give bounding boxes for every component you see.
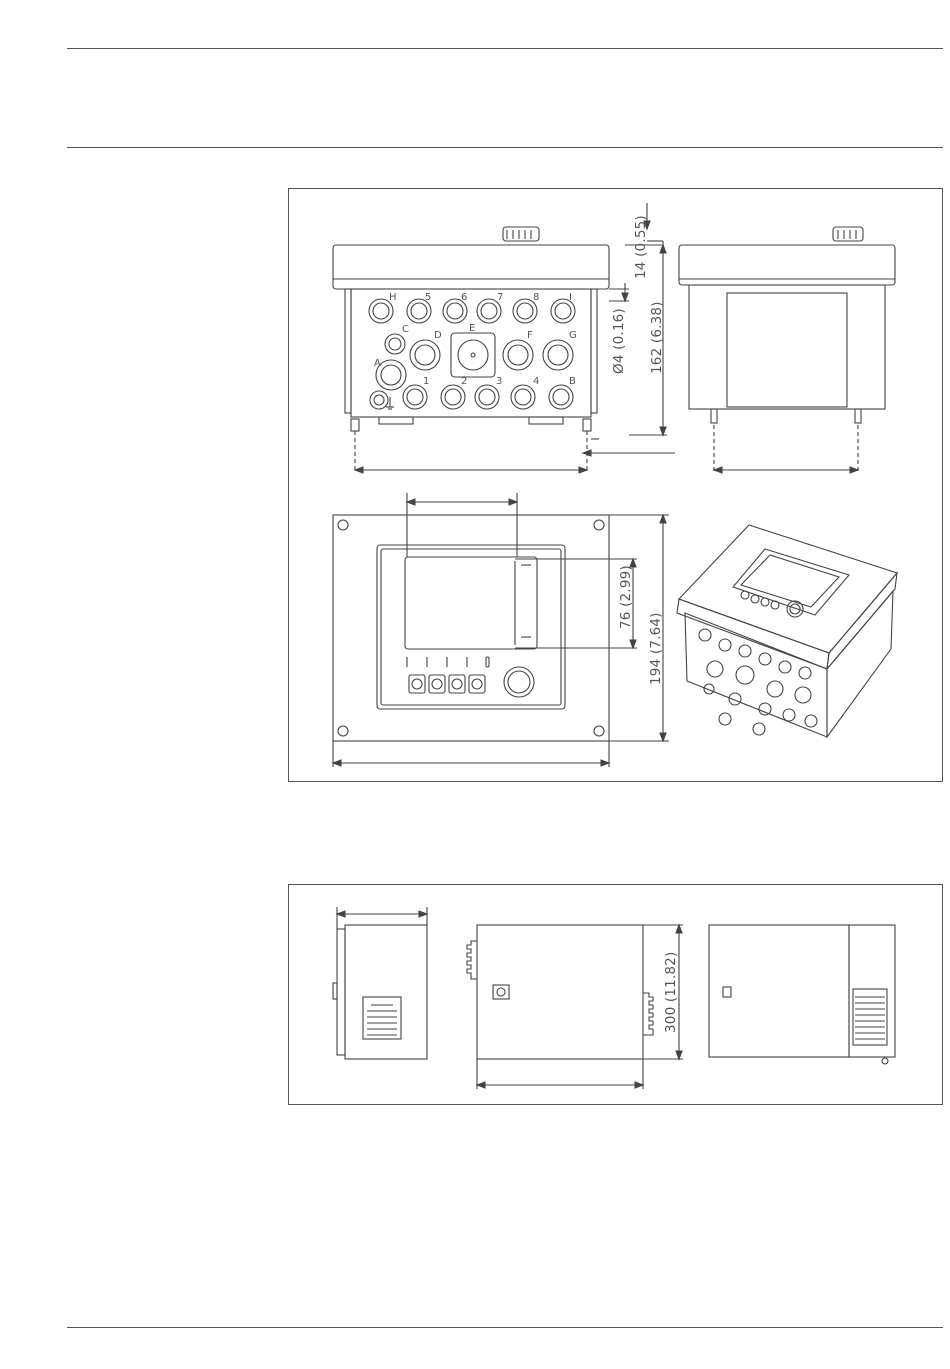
dim-cap-height: 14 (0.55) bbox=[633, 215, 649, 279]
header-bottom-rule bbox=[67, 147, 943, 148]
port-label-5: 5 bbox=[425, 292, 431, 303]
port-label-1: 1 bbox=[423, 376, 429, 387]
figure-housing-dimensions: H 5 6 7 8 I C D E F G A 1 2 3 4 B bbox=[288, 188, 943, 782]
port-label-A: A bbox=[374, 358, 381, 369]
cabinet-drawing: 300 (11.82) bbox=[289, 885, 942, 1104]
front-view-housing bbox=[333, 493, 669, 767]
cabinet-open-view bbox=[709, 925, 895, 1064]
dim-total-height: 194 (7.64) bbox=[648, 612, 664, 685]
dim-mount-hole: Ø4 (0.16) bbox=[611, 308, 627, 374]
display-screen bbox=[405, 557, 537, 649]
port-label-G: G bbox=[569, 330, 577, 341]
port-label-6: 6 bbox=[461, 292, 467, 303]
side-view-housing bbox=[679, 227, 895, 473]
isometric-glands bbox=[699, 629, 817, 735]
port-label-I: I bbox=[569, 292, 572, 303]
function-keys bbox=[409, 675, 485, 693]
port-label-3: 3 bbox=[496, 376, 502, 387]
header-top-rule bbox=[67, 48, 943, 49]
port-label-E: E bbox=[469, 323, 475, 334]
isometric-view-housing bbox=[677, 525, 897, 737]
port-label-2: 2 bbox=[461, 376, 467, 387]
housing-drawing: H 5 6 7 8 I C D E F G A 1 2 3 4 B bbox=[289, 189, 942, 781]
footer-rule bbox=[67, 1327, 943, 1328]
cabinet-front-view bbox=[467, 925, 683, 1089]
port-label-D: D bbox=[434, 330, 442, 341]
port-label-H: H bbox=[389, 292, 397, 303]
port-label-C: C bbox=[402, 324, 409, 335]
dim-cabinet-height: 300 (11.82) bbox=[663, 952, 679, 1033]
port-label-8: 8 bbox=[533, 292, 539, 303]
port-label-7: 7 bbox=[497, 292, 503, 303]
cable-glands bbox=[369, 299, 575, 409]
cabinet-side-view bbox=[333, 907, 427, 1059]
port-label-B: B bbox=[569, 376, 576, 387]
port-label-F: F bbox=[527, 330, 533, 341]
dim-depth: 162 (6.38) bbox=[649, 301, 665, 374]
figure-cabinet-dimensions: 300 (11.82) bbox=[288, 884, 943, 1105]
port-label-4: 4 bbox=[533, 376, 539, 387]
dim-display-height: 76 (2.99) bbox=[618, 565, 634, 629]
